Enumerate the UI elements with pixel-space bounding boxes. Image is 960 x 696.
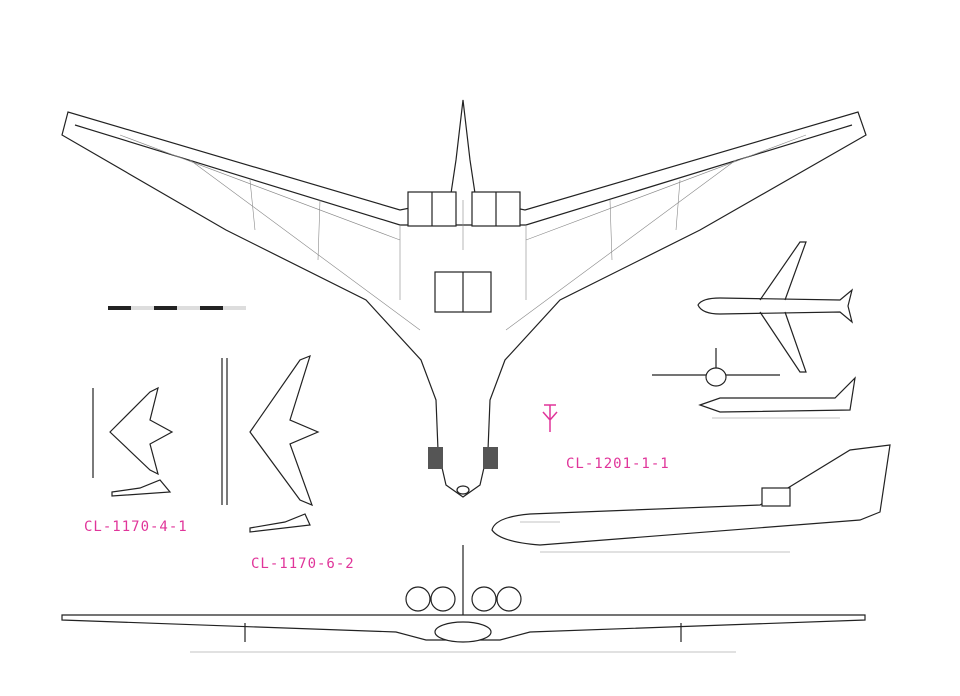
- cl-1170-6-2-views: [221, 354, 320, 533]
- label-cl-1201-1-1: CL-1201-1-1: [566, 456, 670, 472]
- cl-1170-4-1-views: [92, 386, 174, 497]
- scale-bar: [108, 306, 246, 310]
- cl-1201-side-view: [491, 444, 891, 553]
- label-cl-1170-6-2: CL-1170-6-2: [251, 556, 355, 572]
- label-cl-1170-4-1: CL-1170-4-1: [84, 519, 188, 535]
- airliner-comparison: [652, 241, 856, 419]
- cl-1201-front-view: [61, 545, 866, 653]
- cl-1201-plan-view: [61, 99, 867, 498]
- pink-aircraft-symbol: [542, 404, 558, 432]
